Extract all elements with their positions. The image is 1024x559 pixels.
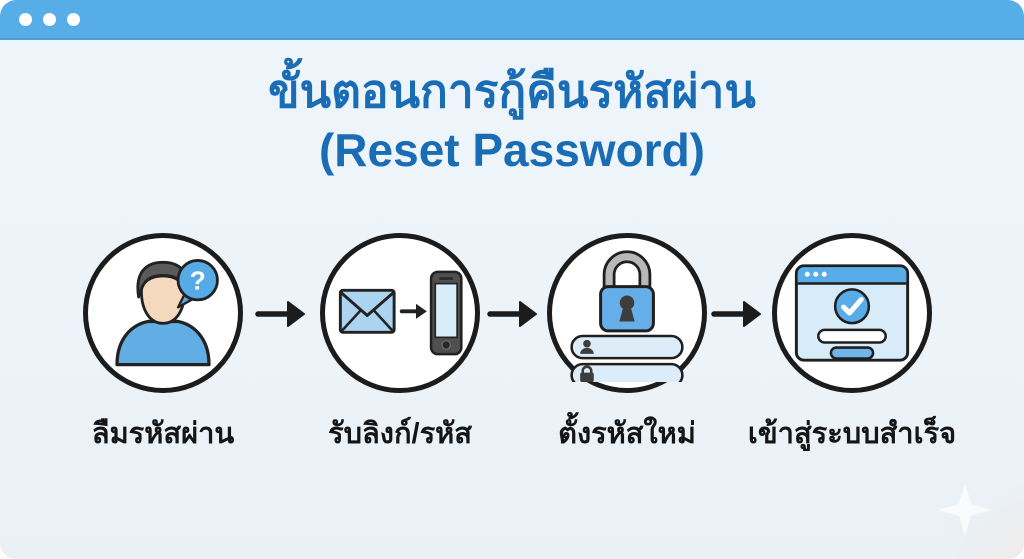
person-question-icon: ? (115, 259, 219, 367)
sparkle-icon (938, 483, 992, 537)
browser-success-icon (794, 264, 910, 362)
window-titlebar (0, 0, 1024, 40)
email-to-phone-icon (338, 270, 463, 356)
flow-arrow-icon (487, 301, 537, 327)
page-title-thai: ขั้นตอนการกู้คืนรหัสผ่าน (268, 65, 756, 117)
step-label: ลืมรหัสผ่าน (91, 418, 235, 450)
step-circle (320, 233, 480, 393)
step-circle (547, 233, 707, 393)
step-forgot-password: ? ลืมรหัสผ่าน (43, 233, 283, 454)
window-dot-icon (67, 12, 80, 26)
step-label: รับลิงก์/รหัส (328, 418, 472, 450)
window-dot-icon (43, 12, 56, 26)
step-set-new-password: ตั้งรหัสใหม่ (507, 233, 747, 454)
page-title: ขั้นตอนการกู้คืนรหัสผ่าน (Reset Password… (0, 56, 1024, 173)
svg-text:?: ? (190, 266, 206, 296)
step-circle: ? (83, 233, 243, 393)
step-login-success: เข้าสู่ระบบสำเร็จ (732, 233, 972, 454)
step-receive-link: รับลิงก์/รหัส (280, 233, 520, 454)
window-dot-icon (19, 12, 32, 26)
step-label: เข้าสู่ระบบสำเร็จ (747, 418, 957, 450)
lock-new-password-icon (570, 250, 684, 382)
flow-arrow-icon (255, 301, 305, 327)
page-title-english: (Reset Password) (318, 124, 705, 177)
step-label: ตั้งรหัสใหม่ (558, 418, 696, 450)
flow-arrow-icon (711, 301, 761, 327)
step-circle (772, 233, 932, 393)
